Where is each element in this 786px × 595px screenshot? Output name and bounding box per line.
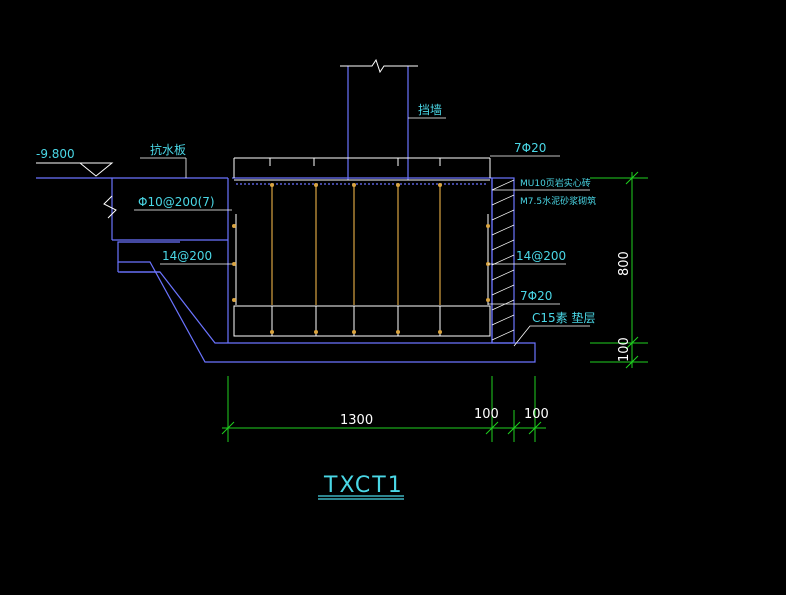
drawing-title: TXCT1 <box>323 473 404 498</box>
side-bar-mid-label: 14@200 <box>162 249 212 263</box>
vertical-dimensions <box>590 171 648 369</box>
retaining-wall <box>340 58 418 180</box>
foundation-outline <box>36 177 536 363</box>
elevation-marker <box>36 162 117 219</box>
top-rebar-label: 7Φ20 <box>514 141 546 155</box>
top-rebar <box>233 157 491 181</box>
leader-lines <box>134 117 590 347</box>
cushion-label: C15素 垫层 <box>532 310 595 325</box>
brick-wall-label: MU10页岩实心砖 <box>520 177 591 189</box>
side-bar-left-label: Φ10@200(7) <box>138 195 215 209</box>
dimension-width-wall: 100 <box>474 407 499 422</box>
retaining-wall-label: 挡墙 <box>418 103 442 117</box>
brick-wall <box>491 177 515 344</box>
rebar-dots <box>232 183 490 334</box>
dimension-width-main: 1300 <box>340 413 373 428</box>
elevation-label: -9.800 <box>36 147 75 161</box>
anti-water-slab-label: 抗水板 <box>150 142 186 157</box>
vertical-bars <box>271 184 441 305</box>
dimension-height-cushion: 100 <box>617 337 632 362</box>
bottom-rebar-label: 7Φ20 <box>520 289 552 303</box>
side-bar-right-label: 14@200 <box>516 249 566 263</box>
dimension-height-main: 800 <box>617 251 632 276</box>
horizontal-dimensions <box>221 376 546 442</box>
dimension-width-cushion: 100 <box>524 407 549 422</box>
mortar-label: M7.5水泥砂浆砌筑 <box>520 195 596 207</box>
